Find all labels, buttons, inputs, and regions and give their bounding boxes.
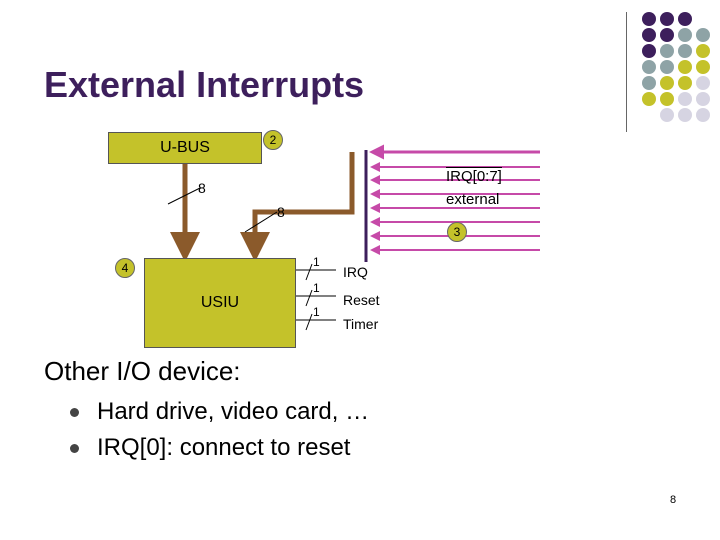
slide-title: External Interrupts xyxy=(44,64,365,105)
page-number: 8 xyxy=(670,494,677,506)
output-timer-width: 1 xyxy=(313,305,320,319)
output-irq-width: 1 xyxy=(313,255,320,269)
title-divider-line xyxy=(626,12,627,132)
bullet-item-1: Hard drive, video card, … xyxy=(70,398,369,426)
content-heading: Other I/O device: xyxy=(44,356,241,386)
usiu-block: USIU xyxy=(144,258,296,348)
badge-3: 3 xyxy=(447,222,467,242)
badge-4: 4 xyxy=(115,258,135,278)
ubus-block: U-BUS xyxy=(108,132,262,164)
bus-width-right: 8 xyxy=(277,204,285,220)
irq-bus-sublabel: external xyxy=(446,191,500,208)
irq-bus-to-usiu-arrow xyxy=(240,152,355,262)
ubus-label: U-BUS xyxy=(160,139,210,156)
bullet-dot-icon xyxy=(70,443,79,453)
badge-2: 2 xyxy=(263,130,283,150)
irq-bus-label: IRQ[0:7] xyxy=(446,167,502,185)
bullet-dot-icon xyxy=(70,407,79,417)
output-timer-label: Timer xyxy=(343,316,379,332)
output-irq-label: IRQ xyxy=(343,264,368,280)
bullet-item-2: IRQ[0]: connect to reset xyxy=(70,434,350,462)
usiu-label: USIU xyxy=(200,294,240,311)
bus-width-left: 8 xyxy=(198,180,206,196)
output-reset-label: Reset xyxy=(343,292,380,308)
output-reset-width: 1 xyxy=(313,281,320,295)
